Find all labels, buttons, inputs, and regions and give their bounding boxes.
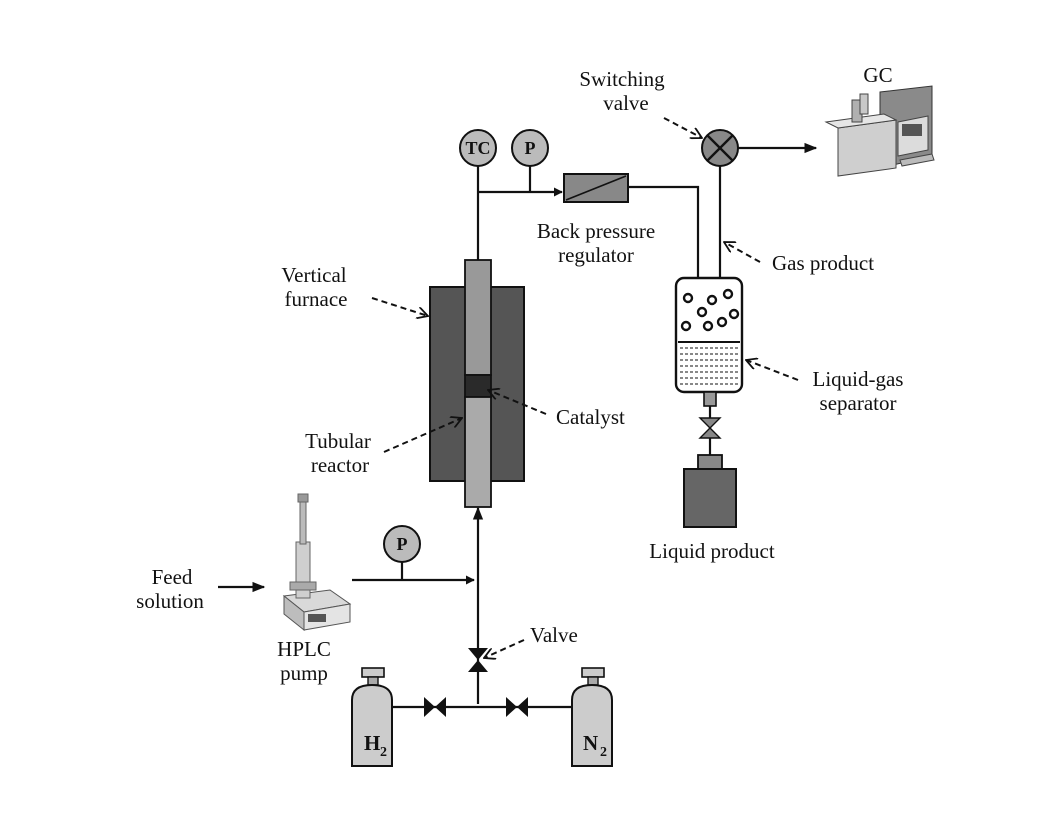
- gas-product-label: Gas product: [772, 251, 874, 275]
- feed-solution-label-line1: Feed: [152, 565, 193, 589]
- pressure-gauge-feed-label: P: [397, 534, 408, 554]
- separator-label-line2: separator: [820, 391, 897, 415]
- h2-symbol: H: [364, 731, 380, 755]
- separator-label-line1: Liquid-gas: [813, 367, 904, 391]
- feed-solution-label-line2: solution: [136, 589, 204, 613]
- h2-cylinder: H 2: [351, 667, 393, 767]
- hplc-pump-label-line2: pump: [280, 661, 328, 685]
- gas-bubbles: [680, 288, 740, 332]
- catalyst-bed: [464, 374, 492, 398]
- main-feed-valve: [468, 648, 488, 672]
- liquid-phase: [678, 341, 740, 385]
- n2-symbol: N: [583, 731, 598, 755]
- tc-gauge: TC: [459, 129, 497, 167]
- tubular-reactor-label-line2: reactor: [311, 453, 369, 477]
- liquid-product-container: [683, 454, 737, 528]
- leader-lines: [371, 117, 799, 658]
- tc-gauge-label: TC: [465, 138, 490, 158]
- catalyst-label: Catalyst: [556, 405, 625, 429]
- h2-line-valve: [424, 697, 446, 717]
- bpr-label-line1: Back pressure: [537, 219, 655, 243]
- back-pressure-regulator: [563, 173, 629, 203]
- switching-valve-label-line1: Switching: [579, 67, 665, 91]
- tubular-reactor: [464, 259, 492, 508]
- pressure-gauge-feed: P: [383, 525, 421, 563]
- h2-subscript: 2: [380, 745, 387, 760]
- hplc-pump-icon: [282, 493, 352, 632]
- n2-cylinder: N 2: [571, 667, 613, 767]
- liquid-product-label: Liquid product: [649, 539, 775, 563]
- gc-label: GC: [863, 63, 892, 87]
- switching-valve: [701, 129, 739, 167]
- n2-subscript: 2: [600, 745, 607, 760]
- text-labels: Switching valve GC Back pressure regulat…: [136, 63, 903, 685]
- gc-instrument-icon: [824, 85, 935, 177]
- switching-valve-label-line2: valve: [603, 91, 648, 115]
- hplc-pump-label-line1: HPLC: [277, 637, 331, 661]
- vertical-furnace-label-line1: Vertical: [281, 263, 346, 287]
- drain-valve: [698, 391, 722, 439]
- n2-line-valve: [506, 697, 528, 717]
- tubular-reactor-label-line1: Tubular: [305, 429, 371, 453]
- pressure-gauge-top: P: [511, 129, 549, 167]
- pressure-gauge-top-label: P: [525, 138, 536, 158]
- bpr-label-line2: regulator: [558, 243, 634, 267]
- valve-label: Valve: [530, 623, 578, 647]
- vertical-furnace-label-line2: furnace: [285, 287, 348, 311]
- liquid-gas-separator: [674, 276, 744, 394]
